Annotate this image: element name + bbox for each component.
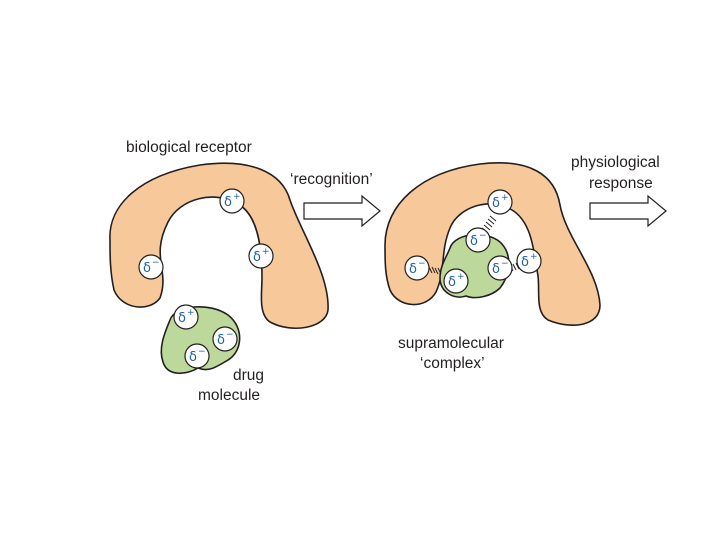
complex-label: ‘complex’	[420, 355, 485, 372]
svg-text:−: −	[226, 330, 234, 340]
receptor-charge-positive-top: δ +	[219, 188, 245, 214]
svg-text:+: +	[530, 252, 538, 262]
svg-text:δ: δ	[448, 275, 456, 290]
svg-text:−: −	[479, 231, 487, 241]
svg-text:δ: δ	[178, 311, 186, 326]
svg-text:+: +	[233, 192, 241, 202]
complex-receptor-charge-positive-right: δ +	[516, 248, 542, 274]
drug-label: drug	[233, 367, 264, 384]
svg-text:δ: δ	[470, 234, 478, 249]
svg-text:δ: δ	[521, 255, 529, 270]
svg-text:−: −	[418, 259, 426, 269]
recognition-arrow	[303, 194, 381, 228]
complex-receptor-charge-positive-top: δ +	[487, 189, 513, 215]
receptor-charge-negative-left: δ −	[138, 254, 164, 280]
svg-text:−: −	[152, 258, 160, 268]
svg-text:+: +	[501, 193, 509, 203]
svg-text:δ: δ	[492, 196, 500, 211]
supramolecular-label: supramolecular	[398, 335, 504, 352]
svg-text:−: −	[501, 259, 509, 269]
drug-charge-negative-right: δ −	[212, 326, 238, 352]
complex-drug-charge-negative-right: δ −	[487, 255, 513, 281]
physiological-label: physiological	[571, 154, 660, 171]
svg-text:+: +	[457, 272, 465, 282]
svg-text:+: +	[187, 308, 195, 318]
complex-drug-charge-positive-left: δ +	[443, 268, 469, 294]
response-label: response	[589, 175, 653, 192]
drug-charge-positive: δ +	[173, 304, 199, 330]
molecule-label: molecule	[198, 387, 260, 404]
svg-text:δ: δ	[189, 350, 197, 365]
biological-receptor-shape	[109, 162, 329, 330]
svg-text:δ: δ	[143, 261, 151, 276]
svg-text:δ: δ	[492, 262, 500, 277]
drug-charge-negative-bottom: δ −	[184, 343, 210, 369]
response-arrow	[589, 194, 667, 228]
receptor-charge-positive-right: δ +	[248, 243, 274, 269]
svg-text:+: +	[262, 247, 270, 257]
svg-text:δ: δ	[217, 333, 225, 348]
complex-receptor-shape	[384, 162, 601, 327]
svg-text:δ: δ	[409, 262, 417, 277]
complex-receptor-charge-negative-left: δ −	[404, 255, 430, 281]
svg-text:δ: δ	[253, 250, 261, 265]
svg-text:δ: δ	[224, 195, 232, 210]
biological-receptor-label: biological receptor	[126, 139, 252, 156]
complex-drug-charge-negative-top: δ −	[465, 227, 491, 253]
recognition-label: ‘recognition’	[290, 171, 373, 188]
svg-text:−: −	[198, 347, 206, 357]
